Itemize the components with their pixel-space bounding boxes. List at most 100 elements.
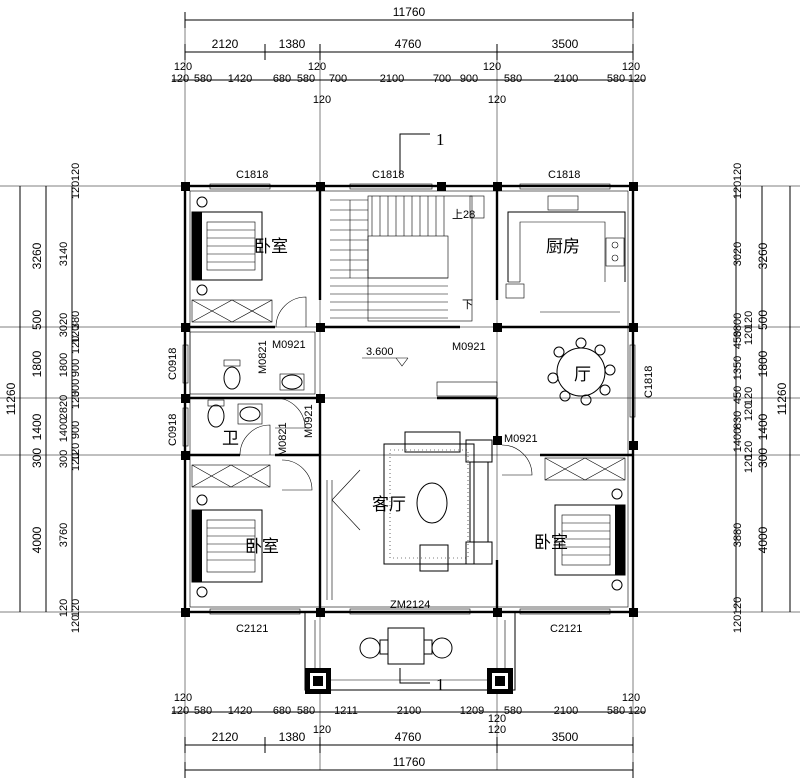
top-dim-4760: 4760 — [395, 37, 422, 51]
bot-dim-580-c: 580 — [504, 705, 522, 717]
top-dim-1420: 1420 — [228, 73, 252, 85]
kitchen: 厨房 — [505, 195, 626, 313]
door-zm2124: ZM2124 — [390, 599, 430, 611]
left-dim-3140: 3140 — [58, 242, 70, 266]
columns — [181, 182, 638, 617]
right-dim-3260: 3260 — [756, 242, 770, 269]
left-dim-1400-b: 1400 — [58, 418, 70, 442]
bedroom-sw-label: 卧室 — [245, 537, 279, 556]
bot-dim-120-g: 120 — [628, 705, 646, 717]
bot-dim-680: 680 — [273, 705, 291, 717]
right-dim-450-a: 450 — [732, 331, 744, 349]
staircase: 上28 下 — [330, 195, 485, 322]
window-c2121-a: C2121 — [236, 623, 268, 635]
bot-dim-120-e: 120 — [488, 713, 506, 725]
top-dim-120-e: 120 — [313, 94, 331, 106]
door-m0921-d: M0921 — [303, 404, 315, 438]
left-dim-1800-b: 1800 — [58, 353, 70, 377]
right-dim-830: 830 — [732, 411, 744, 429]
top-dim-1380: 1380 — [279, 37, 306, 51]
top-dim-2100-a: 2100 — [380, 73, 404, 85]
elevation-label: 3.600 — [366, 346, 394, 358]
windows — [182, 183, 636, 615]
left-dim-3760: 3760 — [58, 523, 70, 547]
bot-dim-120-a: 120 — [174, 692, 192, 704]
top-dim-580-c: 580 — [504, 73, 522, 85]
bedroom-sw: 卧室 — [191, 459, 313, 598]
bot-dim-1380: 1380 — [279, 730, 306, 744]
window-c2121-b: C2121 — [550, 623, 582, 635]
living-room: 客厅 — [326, 431, 493, 600]
top-overall-dim: 11760 — [393, 5, 426, 19]
grid-lines — [0, 20, 800, 770]
left-dim-120-g: 120 — [70, 453, 82, 471]
top-dim-2100-b: 2100 — [554, 73, 578, 85]
top-dim-120-b: 120 — [308, 61, 326, 73]
bottom-dimensions: 120 120 120 120 120 120 580 1420 680 580… — [171, 692, 646, 778]
bot-dim-3500: 3500 — [552, 730, 579, 744]
left-dim-120-b: 120 — [70, 181, 82, 199]
left-dim-120-i: 120 — [70, 599, 82, 617]
left-dim-4000: 4000 — [30, 526, 44, 553]
bot-dim-1211: 1211 — [334, 705, 358, 717]
right-dim-1350: 1350 — [732, 356, 744, 380]
window-c1818-side: C1818 — [643, 366, 655, 398]
bot-dim-120-b: 120 — [622, 692, 640, 704]
left-dim-1400: 1400 — [30, 413, 44, 440]
stair-down-label: 下 — [462, 299, 473, 311]
bot-dim-2100-a: 2100 — [397, 705, 421, 717]
dining-partial-label: 厅 — [574, 365, 591, 384]
right-dim-120-f: 120 — [743, 403, 755, 421]
top-dim-120-a: 120 — [174, 61, 192, 73]
left-dim-120-c: 120 — [70, 325, 82, 343]
left-dim-900-b: 900 — [70, 421, 82, 439]
left-dim-300-c: 300 — [70, 379, 82, 397]
bot-dim-120-f: 120 — [171, 705, 189, 717]
right-dim-120-c: 120 — [743, 311, 755, 329]
left-dim-120-f: 120 — [70, 443, 82, 461]
bedroom-nw-label: 卧室 — [254, 237, 288, 256]
top-dimensions: 11760 2120 1380 4760 3500 120 120 120 12… — [171, 5, 646, 106]
door-m0821-a: M0821 — [257, 340, 269, 374]
kitchen-label: 厨房 — [546, 237, 580, 256]
right-dim-450-b: 450 — [732, 386, 744, 404]
right-dim-3020: 3020 — [732, 242, 744, 266]
left-dim-3020: 3020 — [58, 313, 70, 337]
right-dim-1400-b: 1400 — [732, 428, 744, 452]
left-dim-120-h: 120 — [58, 599, 70, 617]
right-dim-120-j: 120 — [732, 615, 744, 633]
bot-dim-580-d: 580 — [607, 705, 625, 717]
top-dim-680: 680 — [273, 73, 291, 85]
top-dim-120-h: 120 — [628, 73, 646, 85]
bot-dim-1209: 1209 — [460, 705, 484, 717]
bot-dim-120-d: 120 — [488, 724, 506, 736]
bathroom: 卫 — [189, 331, 316, 456]
left-dim-300: 300 — [30, 448, 44, 468]
right-dim-120-g: 120 — [743, 441, 755, 459]
bot-dim-120-c: 120 — [313, 724, 331, 736]
top-dim-120-c: 120 — [483, 61, 501, 73]
living-room-label: 客厅 — [372, 495, 406, 514]
window-c1818-b: C1818 — [372, 169, 404, 181]
left-dim-380: 380 — [70, 311, 82, 329]
right-dim-1400: 1400 — [756, 413, 770, 440]
left-dim-120-d: 120 — [70, 336, 82, 354]
left-dim-300-b: 300 — [58, 450, 70, 468]
top-dim-120-f: 120 — [488, 94, 506, 106]
right-dim-500: 500 — [756, 310, 770, 330]
bot-dim-2100-b: 2100 — [554, 705, 578, 717]
top-dim-900: 900 — [460, 73, 478, 85]
door-m0921-c: M0921 — [504, 433, 538, 445]
left-dim-2820: 2820 — [58, 395, 70, 419]
left-dim-3260: 3260 — [30, 242, 44, 269]
right-dim-120-a: 120 — [732, 163, 744, 181]
dining-area: 厅 — [436, 337, 616, 476]
walls — [183, 184, 635, 614]
door-m0921-a: M0921 — [272, 339, 306, 351]
right-dim-120-d: 120 — [743, 327, 755, 345]
left-dim-900-a: 900 — [70, 359, 82, 377]
bot-dim-4760: 4760 — [395, 730, 422, 744]
right-dim-120-e: 120 — [743, 387, 755, 405]
top-dim-700-a: 700 — [329, 73, 347, 85]
